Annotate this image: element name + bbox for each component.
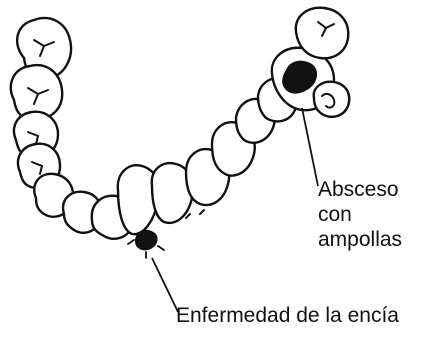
mark: [200, 210, 204, 214]
tooth-right-molar-top: [296, 8, 348, 59]
gum-pointer-line: [152, 258, 178, 312]
gum-disease-label: Enfermedad de la encía: [176, 305, 399, 326]
mark: [186, 214, 190, 218]
abscess-pointer-line: [302, 108, 318, 186]
gum-disease-dark-spot: [135, 230, 158, 251]
blister-bubble: [314, 82, 349, 117]
abscess-label-line-3: ampollas: [318, 229, 402, 250]
abscess-label-line-2: con: [318, 204, 352, 225]
abscess-label-line-1: Absceso: [318, 179, 399, 200]
